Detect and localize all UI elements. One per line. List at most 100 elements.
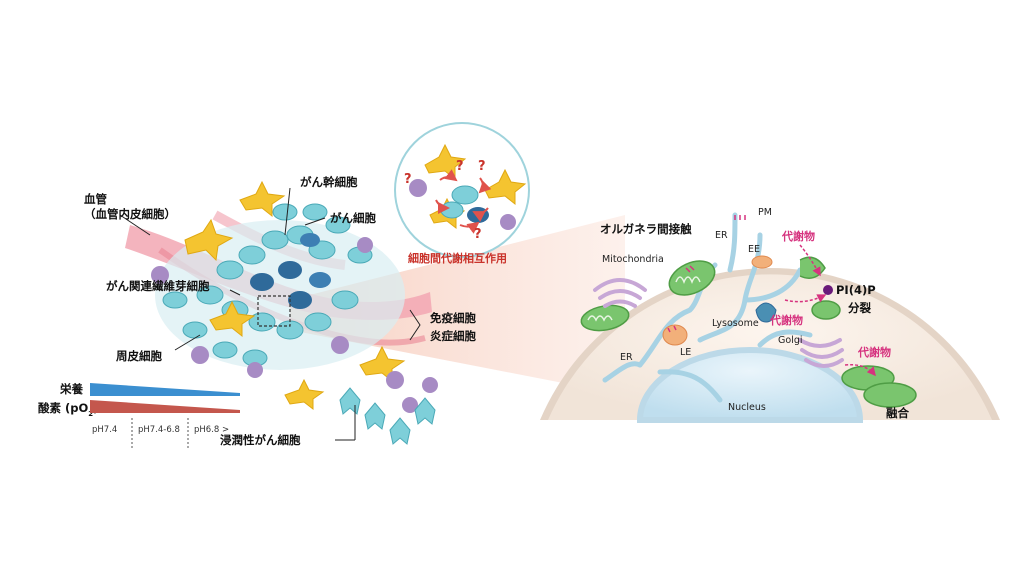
cancer-cell	[261, 230, 289, 250]
label-organelle-contact: オルガネラ間接触	[600, 222, 692, 236]
immune-cell	[331, 336, 349, 354]
golgi-apparatus	[593, 278, 844, 368]
label-immune-cell: 免疫細胞	[430, 311, 476, 325]
label-er-bottom: ER	[620, 352, 633, 363]
immune-cell	[151, 266, 169, 284]
caf-cell	[184, 218, 234, 262]
cancer-cell	[325, 216, 351, 234]
label-ph-1: pH7.4	[92, 425, 117, 435]
label-metabolite-2: 代謝物	[769, 313, 803, 327]
label-pericyte: 周皮細胞	[116, 349, 162, 363]
label-ph-3: pH6.8 >	[194, 425, 229, 435]
caf-cell	[359, 345, 406, 383]
metabolite-arrow	[799, 244, 821, 277]
cancer-stem-cells	[250, 233, 331, 309]
oxygen-bar	[90, 400, 240, 413]
cancer-cell	[212, 341, 238, 359]
lysosome	[755, 302, 777, 323]
immune-cell	[409, 179, 427, 197]
cancer-cell	[440, 201, 464, 219]
metabolite-arrow	[844, 363, 876, 377]
cancer-cell	[272, 203, 298, 221]
cancer-stem-cell	[309, 272, 331, 288]
label-inflammatory-cell: 炎症細胞	[430, 329, 476, 343]
caf-cell	[209, 300, 256, 338]
zoom-cone	[290, 215, 625, 395]
pi4p-dot	[823, 285, 833, 295]
caf-cell	[284, 378, 325, 411]
invasive-cancer-cell	[364, 402, 386, 430]
label-pm: PM	[758, 207, 772, 218]
mitochondrion-fusion	[863, 382, 917, 408]
immune-cells	[151, 237, 438, 413]
label-ph-2: pH7.4-6.8	[138, 425, 180, 435]
immune-cell	[357, 237, 373, 253]
label-intercellular: 細胞間代謝相互作用	[408, 251, 507, 265]
cancer-stem-cell	[288, 291, 312, 309]
cell-mass	[155, 220, 405, 370]
metabolic-arrows	[435, 169, 492, 234]
cancer-stem-cell	[278, 261, 302, 279]
cancer-stem-cell	[300, 233, 320, 247]
cancer-cell	[302, 203, 328, 221]
label-caf: がん関連繊維芽細胞	[106, 279, 210, 293]
label-blood-vessel-sub: （血管内皮細胞）	[84, 207, 176, 221]
metabolite-arrow	[784, 294, 827, 303]
question-mark: ?	[478, 159, 486, 174]
caf-cell	[239, 180, 286, 218]
leader-lines	[119, 187, 421, 441]
intercellular-inset: ? ? ? ? 細胞間代謝相互作用	[394, 122, 530, 265]
label-lysosome: Lysosome	[712, 318, 759, 329]
nutrient-bar	[90, 383, 240, 396]
mitochondrion-fission	[811, 300, 841, 320]
mitochondria	[580, 256, 917, 408]
label-metabolite-1: 代謝物	[781, 229, 815, 243]
label-invasive-cancer-cell: 浸潤性がん細胞	[220, 433, 301, 447]
cancer-cell	[162, 291, 188, 309]
label-blood-vessel: 血管	[84, 192, 107, 206]
cancer-cell	[331, 290, 359, 310]
early-endosome	[751, 255, 773, 269]
invasive-cancer-cell	[339, 387, 361, 415]
label-oxygen: 酸素 (pO2)	[38, 401, 98, 418]
contact-sites	[667, 215, 746, 333]
question-mark: ?	[456, 159, 464, 174]
question-mark: ?	[404, 172, 412, 187]
label-ee: EE	[748, 244, 760, 255]
label-mitochondria: Mitochondria	[602, 254, 664, 265]
invasive-cancer-cell	[414, 397, 436, 425]
cancer-cell	[238, 245, 266, 265]
question-mark: ?	[474, 227, 482, 242]
invasive-cancer-cells	[339, 387, 436, 445]
gradient-legend: 栄養 酸素 (pO2) pH7.4 pH7.4-6.8 pH6.8 >	[38, 382, 240, 450]
cancer-cell	[451, 185, 479, 205]
label-cancer-cell: がん細胞	[330, 211, 376, 225]
label-cancer-stem-cell: がん幹細胞	[300, 175, 358, 189]
cancer-associated-fibroblasts	[184, 180, 406, 411]
immune-cell	[191, 346, 209, 364]
cell-detail	[540, 212, 1000, 423]
cancer-cell	[304, 312, 332, 332]
cancer-cells	[162, 203, 373, 367]
label-nutrient: 栄養	[59, 382, 83, 396]
cancer-cell	[248, 312, 276, 332]
immune-cell	[386, 371, 404, 389]
label-pi4p: PI(4)P	[836, 283, 876, 297]
cancer-stem-cell	[250, 273, 274, 291]
label-golgi: Golgi	[778, 335, 802, 346]
zoom-box	[257, 295, 291, 327]
label-fusion: 融合	[886, 406, 909, 420]
nucleus	[636, 347, 864, 423]
immune-cell	[500, 214, 516, 230]
cancer-cell	[276, 320, 304, 340]
tumor-tissue	[125, 180, 438, 445]
caf-cell	[484, 168, 527, 206]
cancer-cell	[196, 285, 224, 305]
label-metabolite-3: 代謝物	[857, 345, 891, 359]
immune-cell	[422, 377, 438, 393]
label-nucleus: Nucleus	[728, 402, 766, 413]
cancer-cell	[182, 321, 208, 339]
label-fission: 分裂	[848, 301, 871, 315]
